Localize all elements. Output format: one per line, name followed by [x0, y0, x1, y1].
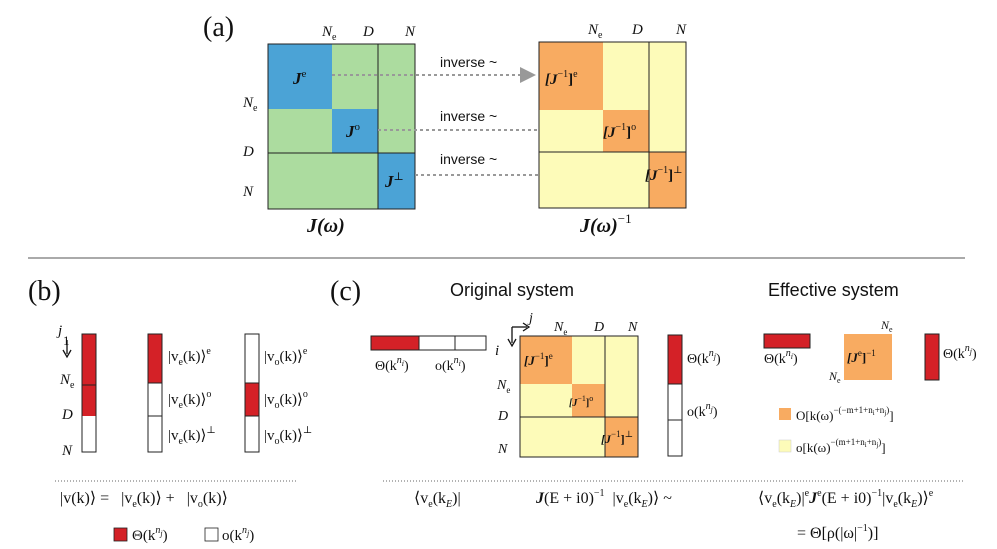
- ve-o-label: |ve(k)⟩o: [168, 389, 211, 411]
- col-header-D: D: [362, 24, 374, 40]
- eq-result: = Θ[ρ(|ω|−1)]: [797, 523, 878, 542]
- ve-e-label: |ve(k)⟩e: [168, 346, 211, 368]
- block-Jinv-e-label: [J−1]e: [545, 69, 578, 88]
- v-vector: [81, 333, 97, 453]
- col-vec-o: o(knj): [687, 401, 718, 420]
- eff-row-theta: Θ(kni): [764, 348, 798, 367]
- col-header-Ne: Ne: [587, 22, 603, 41]
- j-label: j: [56, 323, 62, 339]
- arrow-label: inverse ~: [440, 108, 497, 124]
- eff-col-vector: [924, 333, 940, 381]
- col-header-N: N: [404, 24, 416, 40]
- matrix-J-caption: J(ω): [306, 215, 345, 237]
- col-header-D: D: [631, 22, 643, 38]
- row-header-Ne: Ne: [242, 95, 258, 114]
- title-original-system: Original system: [450, 280, 574, 300]
- block-Je: [268, 44, 332, 109]
- block-Jo: [332, 109, 378, 153]
- row-header-D: D: [242, 144, 254, 160]
- inverse-block-perp: [605, 417, 638, 457]
- decomposition-equation: |v(k)⟩ = |ve(k)⟩ + |vo(k)⟩: [60, 490, 228, 510]
- eq-mid: J(E + i0)−1|ve(kE)⟩ ~: [535, 488, 672, 510]
- arrow-label: inverse ~: [440, 54, 497, 70]
- col-vector-red: [668, 335, 682, 384]
- inverse-block-perp-label: [J−1]⊥: [601, 429, 633, 446]
- row-Ne: Ne: [59, 372, 75, 391]
- inverse-block-e-label: [J−1]e: [524, 351, 553, 368]
- vo-vector-red: [245, 383, 259, 416]
- col-header-N: N: [675, 22, 687, 38]
- row-header-N: N: [242, 184, 254, 200]
- legend-red-swatch: [113, 527, 128, 542]
- vo-perp-label: |vo(k)⟩⊥: [264, 425, 312, 447]
- col-vec-theta: Θ(knj): [687, 348, 721, 367]
- row-vec-theta: Θ(kni): [375, 355, 409, 374]
- panel-b: (b) j 1 Ne D N |ve(k)⟩e |ve(k)⟩o |ve(k)⟩…: [28, 276, 312, 544]
- c-col-Ne: Ne: [553, 320, 567, 337]
- legend-white-swatch: [204, 527, 219, 542]
- row-vec-o: o(kni): [435, 355, 466, 374]
- panel-c-label: (c): [330, 276, 361, 307]
- inverse-block-o-label: [J−1]o: [569, 394, 593, 409]
- ve-perp-label: |ve(k)⟩⊥: [168, 425, 216, 447]
- panel-a: (a) Je Jo J⊥ Ne D N Ne D N J(ω): [203, 12, 687, 237]
- eq-left: ⟨ve(kE)|: [414, 490, 461, 510]
- row-vector: [370, 335, 487, 351]
- legend-orange-text: O[k(ω)−(−m+1+ni+nj)]: [796, 405, 894, 423]
- inverse-block-o: [572, 384, 605, 417]
- vo-e-label: |vo(k)⟩e: [264, 346, 308, 368]
- block-Jinv-e: [539, 42, 603, 110]
- c-col-N: N: [627, 320, 638, 335]
- block-Jperp: [378, 153, 415, 209]
- eff-row-Ne: Ne: [828, 369, 841, 385]
- c-row-N: N: [497, 442, 508, 457]
- col-vector: [667, 334, 683, 457]
- eff-block: [844, 334, 892, 380]
- title-effective-system: Effective system: [768, 280, 899, 300]
- row-D: D: [61, 407, 73, 423]
- block-Je-label: Je: [292, 68, 307, 88]
- c-col-D: D: [593, 320, 604, 335]
- axis-j-label: j: [527, 311, 533, 326]
- inverse-arrows: inverse ~ inverse ~ inverse ~: [332, 54, 646, 183]
- eff-col-theta: Θ(knj): [943, 343, 977, 362]
- c-row-Ne: Ne: [496, 378, 510, 395]
- vo-vector: [244, 333, 260, 453]
- v-vector-red: [82, 334, 96, 416]
- ve-vector-red: [148, 334, 162, 383]
- legend-white-text: o(knj): [222, 525, 254, 544]
- row-N: N: [61, 443, 73, 459]
- ve-vector: [147, 333, 163, 453]
- block-Jinv-perp: [649, 152, 686, 208]
- legend-yellow-swatch: [778, 439, 792, 453]
- panel-c: (c) Original system Effective system Θ(k…: [330, 276, 977, 542]
- v-vector-white: [82, 416, 96, 452]
- matrix-Jinv: [J−1]e [J−1]o [J−1]⊥ Ne D N J(ω)−1: [538, 22, 687, 237]
- legend-yellow-text: o[k(ω)−(m+1+ni+nj)]: [796, 437, 886, 455]
- c-row-D: D: [497, 409, 508, 424]
- legend-red-text: Θ(knj): [132, 525, 168, 544]
- axis-i-label: i: [495, 343, 499, 359]
- row-1: 1: [63, 333, 70, 348]
- matrix-Jinv-caption: J(ω)−1: [579, 211, 632, 237]
- inverse-block-e: [520, 336, 572, 384]
- block-Jperp-label: J⊥: [384, 171, 404, 191]
- row-vector-red: [371, 336, 419, 350]
- col-header-Ne: Ne: [321, 24, 337, 43]
- panel-a-label: (a): [203, 12, 234, 43]
- arrow-label: inverse ~: [440, 151, 497, 167]
- eff-block-label: [Je]−1: [847, 348, 876, 365]
- vo-o-label: |vo(k)⟩o: [264, 389, 308, 411]
- block-Jinv-o-label: [J−1]o: [603, 122, 636, 141]
- legend-orange-swatch: [779, 408, 791, 420]
- eq-right: ⟨ve(kE)|eJe(E + i0)−1|ve(kE)⟩e: [758, 488, 934, 510]
- matrix-J: Je Jo J⊥ Ne D N Ne D N J(ω): [242, 24, 416, 237]
- block-Jo-label: Jo: [345, 121, 361, 141]
- eff-row-vector: [763, 333, 811, 349]
- panel-b-label: (b): [28, 276, 61, 307]
- block-Jinv-o: [603, 110, 649, 152]
- eff-col-Ne: Ne: [880, 318, 893, 334]
- block-Jinv-perp-label: [J−1]⊥: [645, 165, 683, 184]
